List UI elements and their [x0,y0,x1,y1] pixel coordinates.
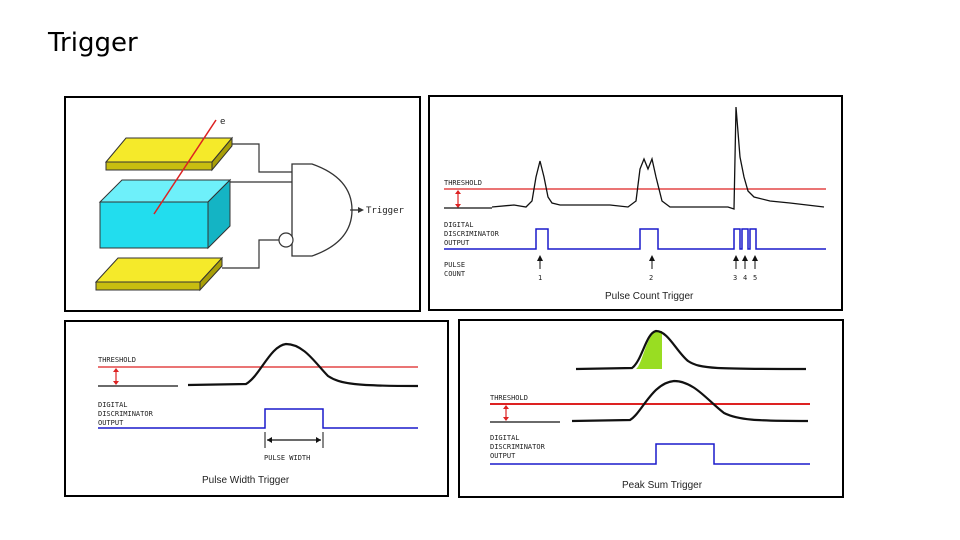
particle-label: e [220,117,225,127]
digital-output-trace [98,408,418,429]
peak-sum-caption: Peak Sum Trigger [622,480,703,491]
count-1: 1 [538,274,542,282]
analog-signal [491,106,825,210]
discriminator-label-line3: OUTPUT [490,452,516,460]
digital-output-trace [490,443,810,465]
detector-block [98,178,232,250]
threshold-label: THRESHOLD [444,179,482,187]
inverter-bubble [278,232,294,248]
top-scintillator [104,136,234,172]
trigger-output-label: Trigger [366,206,405,216]
peak-sum-area [636,331,662,369]
threshold-label: THRESHOLD [490,394,528,402]
discriminator-label-line1: DIGITAL [98,401,128,409]
pulse-count-label-line1: PULSE [444,261,465,269]
bottom-scintillator [94,256,224,292]
integrated-signal [575,329,807,371]
discriminator-label-line1: DIGITAL [490,434,520,442]
threshold-label: THRESHOLD [98,356,136,364]
slide-title: Trigger [48,28,138,58]
count-arrows [539,257,756,269]
peak-sum-panel: THRESHOLD DIGITAL DISCRIMINATOR OUTPUT P… [458,319,844,498]
discriminator-label-line2: DISCRIMINATOR [98,410,154,418]
count-4: 4 [743,274,747,282]
particle-track [153,119,217,215]
output-arrow [358,207,364,213]
count-2: 2 [649,274,653,282]
pulse-count-caption: Pulse Count Trigger [605,291,694,302]
discriminator-label-line2: DISCRIMINATOR [444,230,500,238]
pulse-width-panel: THRESHOLD DIGITAL DISCRIMINATOR OUTPUT P… [64,320,449,497]
analog-signal [571,379,809,423]
coincidence-diagram-panel: e Trigger [64,96,421,312]
count-3: 3 [733,274,737,282]
pulse-count-label-line2: COUNT [444,270,466,278]
digital-output-trace [444,228,826,250]
pulse-width-caption: Pulse Width Trigger [202,475,290,486]
pulse-width-label: PULSE WIDTH [264,454,310,462]
discriminator-label-line2: DISCRIMINATOR [490,443,546,451]
discriminator-label-line3: OUTPUT [444,239,470,247]
pulse-count-panel: THRESHOLD DIGITAL DISCRIMINATOR OUTPUT P… [428,95,843,311]
discriminator-label-line3: OUTPUT [98,419,124,427]
count-5: 5 [753,274,757,282]
and-gate [291,163,353,257]
analog-signal [187,342,419,388]
discriminator-label-line1: DIGITAL [444,221,474,229]
